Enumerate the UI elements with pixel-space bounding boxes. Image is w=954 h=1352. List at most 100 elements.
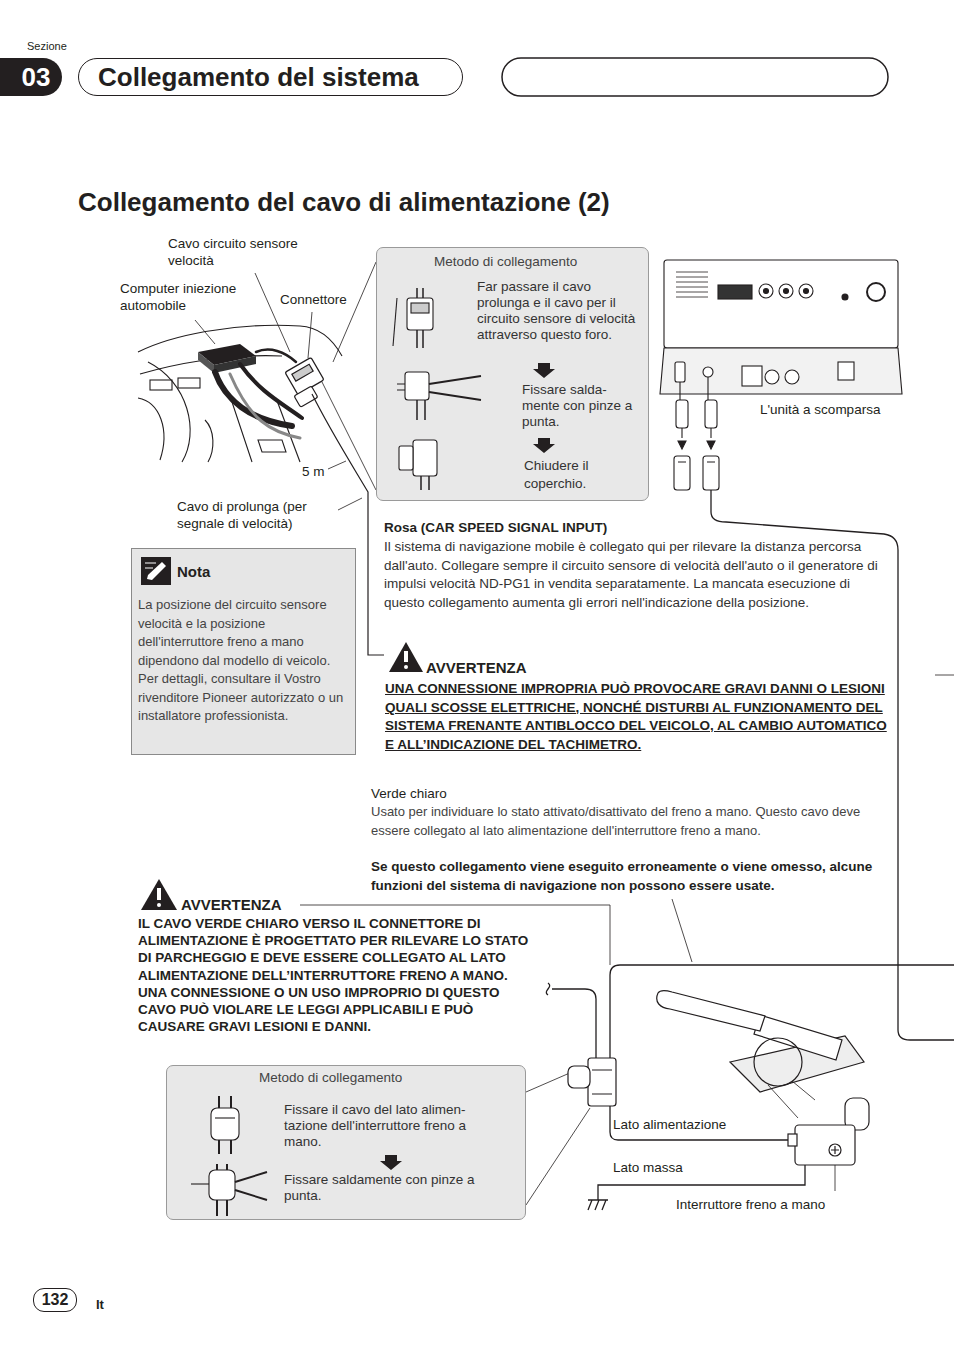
speed-sensor-connector [282, 357, 330, 407]
leader-lines [526, 1108, 590, 1205]
method-icons [380, 1155, 402, 1170]
hideaway-unit [742, 366, 762, 386]
language-label: It [96, 1297, 104, 1314]
connector-icon [533, 363, 555, 378]
section-title-box: Collegamento del sistema [78, 58, 463, 96]
header-box [502, 58, 888, 96]
handbrake-lever [768, 1081, 815, 1118]
hideaway-unit [664, 260, 898, 348]
connector-icon [397, 384, 405, 390]
step-text: Chiudere il coperchio. [524, 457, 634, 493]
callout-label: L'unità a scomparsa [760, 401, 880, 419]
warning-icon [141, 879, 177, 910]
connector-icon [399, 446, 413, 470]
hideaway-unit [675, 362, 685, 382]
leader-lines [672, 899, 692, 962]
method-icons [167, 1066, 527, 1221]
vehicle-cables [230, 374, 300, 438]
method-icons [235, 1172, 267, 1200]
connector-icon [417, 398, 425, 420]
plug-connectors [682, 428, 711, 438]
hideaway-unit [660, 260, 902, 394]
dashboard-drawing [138, 325, 342, 462]
dashboard-drawing [138, 398, 164, 460]
wire-tap-connector [592, 1070, 612, 1094]
plug-connectors [680, 377, 708, 400]
wire-tap-connector [588, 1058, 616, 1106]
header-box [502, 58, 888, 96]
connector-icon [393, 298, 397, 346]
handbrake-lever [754, 1015, 842, 1060]
method-panel: Metodo di collegamentoFar passare il cav… [376, 247, 649, 501]
warning-icon [389, 642, 423, 672]
page-number-box: 132 [33, 1288, 77, 1312]
connector-icon [429, 376, 481, 400]
note-icon [141, 557, 171, 585]
warning-heading: AVVERTENZA [426, 658, 527, 678]
hideaway-unit [765, 370, 779, 384]
note-text: La posizione del circuito sensore veloci… [138, 596, 350, 726]
speed-sensor-connector [282, 357, 330, 407]
wire-description: Il sistema di navigazione mobile è colle… [384, 538, 889, 612]
note-heading: Nota [177, 563, 277, 582]
wire-note: Se questo collegamento viene eseguito er… [371, 858, 886, 895]
leader-lines [322, 382, 376, 490]
plug-connectors [676, 400, 688, 428]
page-title: Collegamento del cavo di alimentazione (… [78, 186, 610, 220]
handbrake-switch [795, 1125, 855, 1165]
wire-tap-connector [568, 1066, 590, 1088]
warning-icon [389, 642, 423, 672]
plug-connectors [707, 441, 715, 449]
connector-icon [413, 440, 437, 476]
dashboard-drawing [258, 440, 286, 452]
hideaway-unit [799, 284, 813, 298]
warning-icon [404, 651, 408, 662]
callout-label: Cavo circuito sensore velocità [168, 236, 318, 269]
wire-name: Rosa (CAR SPEED SIGNAL INPUT) [384, 519, 607, 537]
warning-icon [157, 888, 161, 900]
hideaway-unit [759, 284, 773, 298]
warning-heading: AVVERTENZA [181, 895, 282, 915]
handbrake-switch [788, 1134, 797, 1146]
connector-icon [407, 298, 433, 330]
hideaway-unit [703, 367, 713, 377]
page-number: 132 [42, 1290, 69, 1310]
hideaway-unit [718, 285, 752, 299]
hideaway-unit [779, 284, 793, 298]
hideaway-unit [784, 289, 789, 294]
note-box: Nota La posizione del circuito sensore ve… [131, 548, 356, 755]
plug-connectors [703, 456, 719, 490]
leader-lines [526, 1072, 572, 1092]
terminal-label: Lato alimentazione [613, 1116, 726, 1134]
plug-connectors [674, 456, 690, 490]
callout-label: Computer iniezione automobile [120, 281, 255, 314]
method-panel: Metodo di collegamentoFissare il cavo de… [166, 1065, 526, 1220]
speed-sensor-connector [294, 386, 318, 407]
connector-icon [421, 476, 429, 490]
wire-name: Verde chiaro [371, 785, 447, 803]
plug-connectors [678, 461, 715, 462]
method-icons [211, 1108, 239, 1140]
hideaway-unit [764, 289, 769, 294]
handbrake-switch [788, 1098, 869, 1165]
green-wire [546, 965, 954, 1210]
plug-connectors [674, 377, 719, 490]
connector-icon [533, 438, 555, 453]
step-text: Fissare il cavo del lato alimen- tazione… [284, 1102, 506, 1150]
connector-icon [405, 372, 429, 400]
leader-lines [195, 320, 215, 344]
wire-description: Usato per individuare lo stato attivato/… [371, 803, 881, 840]
method-icons [191, 1183, 209, 1184]
hideaway-unit [804, 289, 809, 294]
leader-lines [328, 461, 346, 469]
dashboard-drawing [178, 378, 200, 388]
leader-lines [308, 312, 312, 358]
green-wire [610, 965, 954, 1058]
leader-lines [935, 675, 954, 676]
hideaway-unit [842, 294, 848, 300]
leader-lines [333, 262, 376, 362]
warning-text: IL CAVO VERDE CHIARO VERSO IL CONNETTORE… [138, 915, 538, 1035]
engine-computer [198, 352, 214, 373]
section-number-tab: 03 [0, 58, 62, 96]
step-text: Fissare saldamente con pinze a punta. [284, 1172, 506, 1204]
